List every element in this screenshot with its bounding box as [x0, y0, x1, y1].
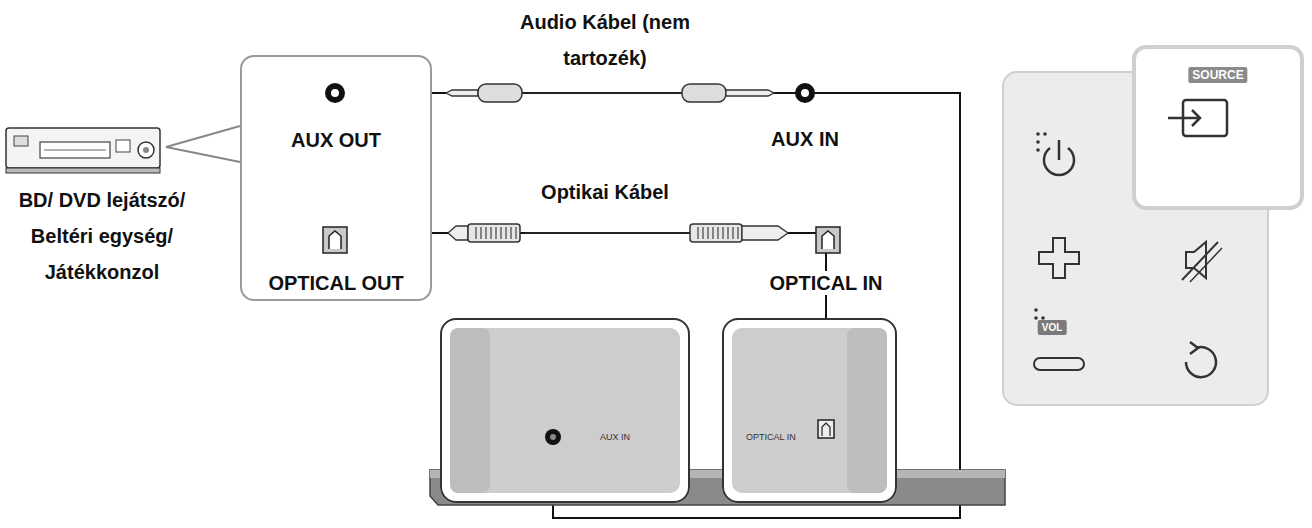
port-label: OPTICAL IN: [746, 432, 796, 442]
device-label: BD/ DVD lejátszó/ Beltéri egység/ Játékk…: [4, 182, 200, 290]
port-label: AUX IN: [600, 432, 630, 442]
player-device: [6, 128, 160, 173]
callout-line: [166, 126, 240, 162]
port-label: SOURCE: [1188, 67, 1247, 83]
optical-cable: [448, 224, 788, 242]
port-label: OPTICAL OUT: [268, 272, 403, 295]
cable-label: Optikai Kábel: [541, 180, 669, 204]
source-button: SOURCE: [1132, 45, 1304, 210]
signal-wire: [432, 93, 960, 518]
cable-label: Audio Kábel (nem tartozék): [519, 4, 691, 76]
soundbar: [430, 318, 1005, 505]
aux-out-jack: [325, 83, 345, 103]
button-label: VOL: [1038, 320, 1067, 335]
control-panel: [1003, 45, 1304, 405]
optical-in-port: [816, 227, 840, 253]
optical-inset: OPTICAL IN: [722, 318, 897, 503]
jack-label: AUX IN: [767, 127, 843, 151]
aux-in-jack: [795, 83, 815, 103]
port-label: AUX OUT: [291, 129, 381, 152]
optical-out-port: [323, 227, 347, 253]
output-panel: AUX OUT OPTICAL OUT: [240, 55, 432, 301]
audio-cable: [446, 84, 774, 102]
aux-inset: AUX IN: [440, 318, 690, 503]
jack-label: OPTICAL IN: [766, 271, 887, 295]
